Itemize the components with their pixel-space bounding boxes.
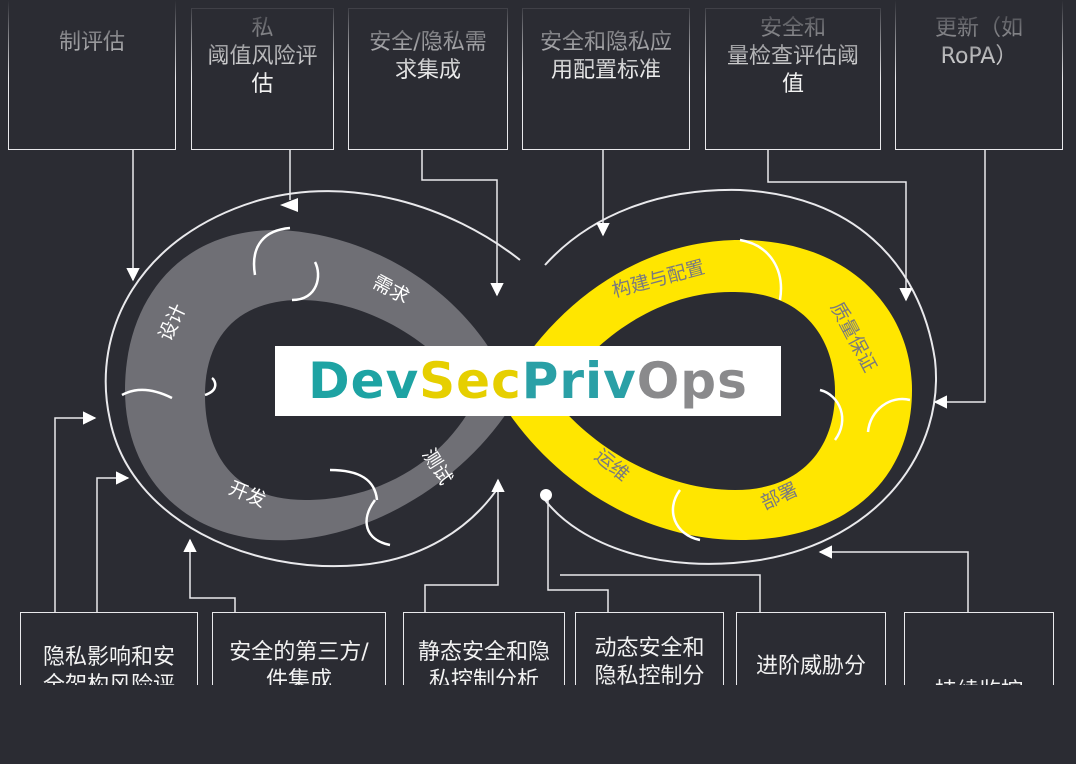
top-box-4: 安全和隐私应 用配置标准: [522, 8, 690, 150]
top-box-3: 安全/隐私需 求集成: [348, 8, 508, 150]
banner-dev: Dev: [308, 352, 420, 410]
bottom-band: [0, 685, 1076, 764]
devsecprivops-banner: Dev Sec Priv Ops: [275, 346, 781, 416]
top-box-1: 制评估: [8, 0, 176, 150]
top-box-5: 安全和 量检查评估阈 值: [705, 8, 881, 150]
outer-cycle-left: [104, 190, 521, 568]
connectors: [54, 150, 986, 612]
yellow-loop-band: [500, 240, 912, 540]
arrow-head: [280, 198, 298, 212]
gray-loop-band: [125, 229, 515, 541]
top-box-2: 私 阈值风险评 估: [191, 8, 334, 150]
outer-cycle-right: [544, 188, 937, 565]
yellow-separators: [671, 238, 911, 542]
banner-ops: Ops: [636, 352, 748, 410]
connector-dot: [540, 489, 552, 501]
bottom-box-2: 安全的第三方/ 件集成: [212, 612, 386, 752]
gray-separators: [121, 226, 391, 547]
banner-sec: Sec: [419, 352, 522, 410]
top-box-6: 更新（如 RoPA）: [895, 0, 1063, 150]
banner-priv: Priv: [521, 352, 637, 410]
